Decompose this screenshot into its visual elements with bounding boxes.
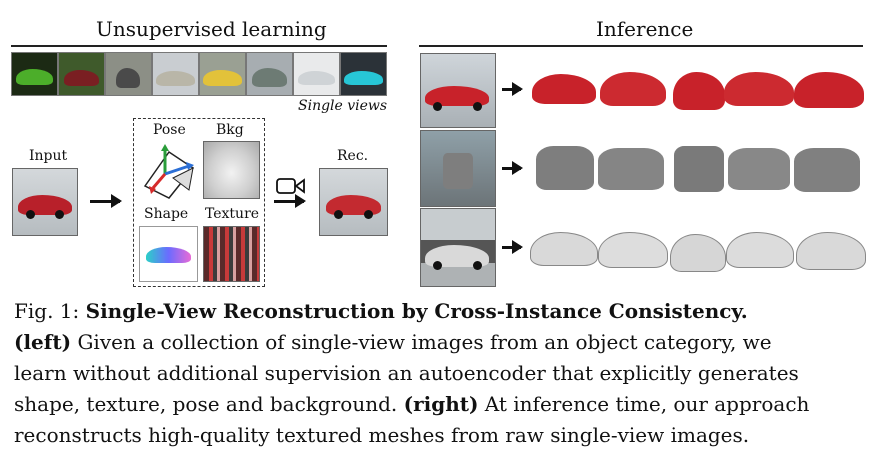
strip-image-3 [105, 52, 152, 96]
strip-image-4 [152, 52, 199, 96]
red-car-view-3 [673, 72, 725, 110]
pose-label: Pose [153, 122, 186, 138]
inference-arrow-3 [502, 240, 523, 254]
red-car-view-5 [794, 72, 864, 108]
grey-van-view-5 [794, 148, 860, 192]
caption-line-2-text: Given a collection of single-view images… [77, 330, 772, 354]
figure-title: Single-View Reconstruction by Cross-Inst… [85, 299, 748, 323]
pose-axes-icon [143, 144, 195, 199]
strip-image-6 [246, 52, 293, 96]
caption-line-4: shape, texture, pose and background. (ri… [14, 392, 809, 416]
inference-input-red-car [420, 53, 496, 128]
input-image [12, 168, 78, 236]
inference-input-grey-van [420, 130, 496, 207]
caption-line-4-a: shape, texture, pose and background. [14, 392, 398, 416]
input-label: Input [29, 148, 68, 164]
grey-van-view-1 [536, 146, 594, 190]
right-heading-rule [419, 45, 863, 47]
inference-arrow-1 [502, 82, 523, 96]
red-car-view-2 [600, 72, 666, 106]
figure-caption: Fig. 1: Single-View Reconstruction by Cr… [14, 296, 880, 451]
inference-arrow-2 [502, 161, 523, 175]
texture-label: Texture [205, 206, 260, 222]
single-views-label: Single views [298, 98, 388, 114]
grey-van-views [528, 142, 868, 200]
white-suv-view-4 [726, 232, 794, 268]
rec-label: Rec. [337, 148, 369, 164]
single-views-strip [11, 52, 387, 96]
strip-image-8 [340, 52, 387, 96]
shape-label: Shape [144, 206, 189, 222]
grey-van-view-4 [728, 148, 790, 190]
grey-van-view-2 [598, 148, 664, 190]
inference-input-white-suv [420, 208, 496, 287]
red-car-view-1 [532, 74, 596, 104]
reconstruction-arrow [274, 194, 306, 208]
texture-image [203, 226, 260, 282]
bkg-label: Bkg [216, 122, 244, 138]
white-suv-views [528, 226, 868, 276]
unsupervised-learning-heading: Unsupervised learning [96, 17, 327, 41]
left-heading-rule [11, 45, 387, 47]
caption-line-4-b: At inference time, our approach [484, 392, 810, 416]
caption-line-1: Fig. 1: Single-View Reconstruction by Cr… [14, 299, 748, 323]
background-image [203, 141, 260, 199]
left-tag: (left) [14, 330, 72, 354]
white-suv-view-2 [598, 232, 668, 268]
figure-label: Fig. 1: [14, 299, 80, 323]
strip-image-2 [58, 52, 105, 96]
caption-line-2: (left) Given a collection of single-view… [14, 330, 772, 354]
strip-image-5 [199, 52, 246, 96]
right-tag: (right) [403, 392, 479, 416]
shape-image [139, 226, 198, 282]
strip-image-1 [11, 52, 58, 96]
white-suv-view-3 [670, 234, 726, 272]
white-suv-view-1 [530, 232, 598, 266]
caption-line-3: learn without additional supervision an … [14, 361, 799, 385]
red-car-view-4 [724, 72, 794, 106]
reconstruction-image [319, 168, 388, 236]
inference-heading: Inference [596, 17, 694, 41]
grey-van-view-3 [674, 146, 724, 192]
camera-icon [276, 178, 305, 194]
caption-line-5: reconstructs high-quality textured meshe… [14, 423, 750, 447]
autoencoder-box [133, 118, 265, 287]
red-car-views [528, 66, 868, 116]
white-suv-view-5 [796, 232, 866, 270]
input-arrow [90, 194, 122, 208]
strip-image-7 [293, 52, 340, 96]
